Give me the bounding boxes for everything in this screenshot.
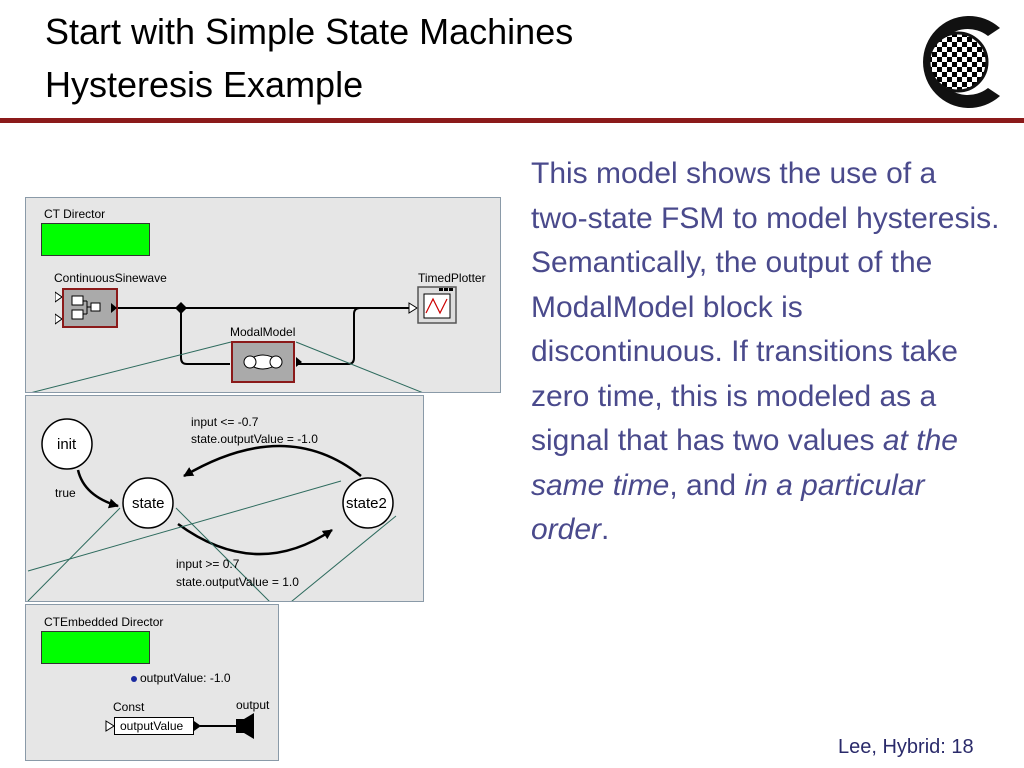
body-part2: , and <box>669 468 745 502</box>
state2-node[interactable] <box>342 477 394 529</box>
lower-guard-label: input >= 0.7 <box>176 557 240 571</box>
const-value: outputValue <box>120 719 184 733</box>
init-state[interactable] <box>41 418 93 470</box>
output-port-label: output <box>236 698 270 712</box>
fsm-panel: init state state2 true input <= -0.7 sta… <box>25 395 424 602</box>
body-em2: in a particular order <box>531 468 925 547</box>
body-em1: at the same time <box>531 424 958 502</box>
top-model-panel: CT Director ContinuousSinewave TimedPlot… <box>25 197 501 393</box>
sinewave-label: ContinuousSinewave <box>54 271 167 285</box>
const-label: Const <box>113 700 145 714</box>
parameter-bullet-icon <box>131 676 137 682</box>
modal-model-actor[interactable] <box>230 340 302 384</box>
lower-action-label: state.outputValue = 1.0 <box>176 575 299 589</box>
ct-director-block[interactable] <box>41 223 150 256</box>
timed-plotter-actor[interactable] <box>417 286 457 324</box>
berkeley-logo-icon <box>923 15 1000 108</box>
slide-title-line1: Start with Simple State Machines <box>45 11 574 52</box>
output-port-icon <box>236 713 254 739</box>
refinement-panel: CTEmbedded Director outputValue: -1.0 Co… <box>25 604 279 761</box>
fsm-diagram <box>27 418 397 601</box>
slide-title-line2: Hysteresis Example <box>45 64 364 105</box>
state-node[interactable] <box>122 477 174 529</box>
sinewave-actor[interactable] <box>54 288 118 328</box>
ctembedded-director-block[interactable] <box>41 631 150 664</box>
ct-director-label: CT Director <box>44 207 106 221</box>
modal-model-label: ModalModel <box>230 325 296 339</box>
const-actor[interactable]: outputValue <box>114 717 194 735</box>
output-value-param[interactable]: outputValue: -1.0 <box>140 671 231 685</box>
upper-action-label: state.outputValue = -1.0 <box>191 432 318 446</box>
state-label: state <box>132 495 165 512</box>
plotter-label: TimedPlotter <box>418 271 486 285</box>
body-part1: This model shows the use of a two-state … <box>531 157 1000 457</box>
refinement-diagram <box>105 713 254 739</box>
state2-label: state2 <box>346 495 387 512</box>
ctembedded-director-label: CTEmbedded Director <box>44 615 164 629</box>
body-text: This model shows the use of a two-state … <box>531 152 1001 553</box>
upper-guard-label: input <= -0.7 <box>191 415 259 429</box>
init-transition-label: true <box>55 486 76 500</box>
title-rule <box>0 118 1024 123</box>
body-part3: . <box>601 513 610 546</box>
init-label: init <box>57 436 77 453</box>
top-model-diagram <box>31 302 423 392</box>
slide-footer: Lee, Hybrid: 18 <box>838 736 974 758</box>
